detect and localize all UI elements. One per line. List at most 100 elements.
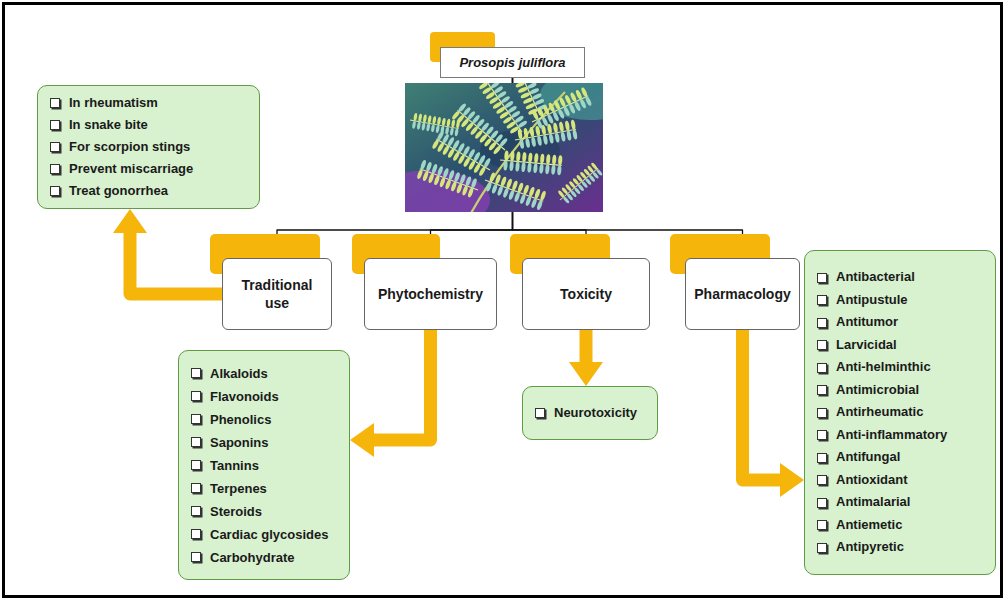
list-row: Antioxidant bbox=[817, 469, 983, 492]
list-item: Antifungal bbox=[836, 446, 900, 469]
list-item: Antipustule bbox=[836, 289, 908, 312]
plant-photo bbox=[370, 55, 640, 230]
list-item: Alkaloids bbox=[210, 362, 268, 385]
checkbox-icon bbox=[191, 506, 201, 516]
checkbox-icon bbox=[191, 552, 201, 562]
list-row: Cardiac glycosides bbox=[191, 523, 337, 546]
list-row: Anti-inflammatory bbox=[817, 424, 983, 447]
category-box: Traditional use bbox=[222, 258, 332, 330]
list-item: Prevent miscarriage bbox=[69, 158, 193, 180]
checkbox-icon bbox=[50, 142, 60, 152]
list-item: Antioxidant bbox=[836, 469, 908, 492]
list-row: Antitumor bbox=[817, 311, 983, 334]
category-box: Phytochemistry bbox=[364, 258, 497, 330]
list-row: Antimalarial bbox=[817, 491, 983, 514]
list-row: Phenolics bbox=[191, 408, 337, 431]
list-row: Neurotoxicity bbox=[535, 402, 645, 424]
checkbox-icon bbox=[50, 120, 60, 130]
list-row: Flavonoids bbox=[191, 385, 337, 408]
list-row: Antibacterial bbox=[817, 266, 983, 289]
list-box: In rheumatismIn snake biteFor scorpion s… bbox=[37, 85, 260, 209]
list-row: For scorpion stings bbox=[50, 136, 247, 158]
checkbox-icon bbox=[50, 164, 60, 174]
list-row: Treat gonorrhea bbox=[50, 180, 247, 202]
list-item: Antimalarial bbox=[836, 491, 910, 514]
list-row: Antirheumatic bbox=[817, 401, 983, 424]
category-box: Toxicity bbox=[522, 258, 650, 330]
tree-line bbox=[513, 78, 743, 258]
list-row: Antiemetic bbox=[817, 514, 983, 537]
list-item: Cardiac glycosides bbox=[210, 523, 329, 546]
list-row: Antimicrobial bbox=[817, 379, 983, 402]
list-row: Antifungal bbox=[817, 446, 983, 469]
checkbox-icon bbox=[191, 437, 201, 447]
checkbox-icon bbox=[191, 414, 201, 424]
checkbox-icon bbox=[191, 483, 201, 493]
checkbox-icon bbox=[191, 391, 201, 401]
title-text: Prosopis juliflora bbox=[459, 55, 565, 70]
list-item: In snake bite bbox=[69, 114, 148, 136]
list-item: Tannins bbox=[210, 454, 259, 477]
title-box: Prosopis juliflora bbox=[440, 47, 585, 78]
list-row: Antipustule bbox=[817, 289, 983, 312]
category-label: Toxicity bbox=[560, 285, 612, 303]
list-row: In snake bite bbox=[50, 114, 247, 136]
tree-line bbox=[431, 78, 513, 258]
list-item: Antibacterial bbox=[836, 266, 915, 289]
list-item: Anti-helminthic bbox=[836, 356, 931, 379]
block-arrow bbox=[130, 231, 222, 294]
checkbox-icon bbox=[817, 295, 827, 305]
list-item: For scorpion stings bbox=[69, 136, 190, 158]
list-item: Antirheumatic bbox=[836, 401, 923, 424]
list-row: Alkaloids bbox=[191, 362, 337, 385]
list-item: Terpenes bbox=[210, 477, 267, 500]
checkbox-icon bbox=[191, 529, 201, 539]
list-item: Antimicrobial bbox=[836, 379, 919, 402]
list-row: Carbohydrate bbox=[191, 546, 337, 569]
block-arrow bbox=[743, 330, 783, 480]
list-item: Larvicidal bbox=[836, 334, 897, 357]
list-item: Antitumor bbox=[836, 311, 898, 334]
checkbox-icon bbox=[50, 98, 60, 108]
list-item: Steroids bbox=[210, 500, 262, 523]
list-item: In rheumatism bbox=[69, 92, 158, 114]
checkbox-icon bbox=[817, 475, 827, 485]
list-item: Anti-inflammatory bbox=[836, 424, 947, 447]
list-item: Treat gonorrhea bbox=[69, 180, 168, 202]
list-box: AntibacterialAntipustuleAntitumorLarvici… bbox=[804, 250, 996, 575]
checkbox-icon bbox=[817, 273, 827, 283]
list-row: Antipyretic bbox=[817, 536, 983, 559]
list-item: Antipyretic bbox=[836, 536, 904, 559]
tree-line bbox=[513, 78, 587, 258]
checkbox-icon bbox=[817, 385, 827, 395]
checkbox-icon bbox=[817, 340, 827, 350]
list-row: Steroids bbox=[191, 500, 337, 523]
list-row: Terpenes bbox=[191, 477, 337, 500]
list-item: Carbohydrate bbox=[210, 546, 295, 569]
checkbox-icon bbox=[817, 363, 827, 373]
checkbox-icon bbox=[817, 453, 827, 463]
category-label: Pharmacology bbox=[694, 285, 790, 303]
list-row: Larvicidal bbox=[817, 334, 983, 357]
list-item: Flavonoids bbox=[210, 385, 279, 408]
block-arrow bbox=[372, 330, 431, 440]
list-item: Antiemetic bbox=[836, 514, 902, 537]
list-row: Tannins bbox=[191, 454, 337, 477]
list-box: Neurotoxicity bbox=[522, 386, 658, 440]
category-label: Phytochemistry bbox=[378, 285, 483, 303]
list-item: Phenolics bbox=[210, 408, 271, 431]
list-row: In rheumatism bbox=[50, 92, 247, 114]
checkbox-icon bbox=[535, 408, 545, 418]
list-row: Saponins bbox=[191, 431, 337, 454]
list-item: Neurotoxicity bbox=[554, 402, 637, 424]
list-row: Anti-helminthic bbox=[817, 356, 983, 379]
block-arrow bbox=[580, 330, 593, 364]
category-box: Pharmacology bbox=[685, 258, 800, 330]
checkbox-icon bbox=[817, 430, 827, 440]
checkbox-icon bbox=[817, 543, 827, 553]
tree-line bbox=[277, 78, 513, 258]
checkbox-icon bbox=[817, 498, 827, 508]
checkbox-icon bbox=[50, 186, 60, 196]
yellow-tab bbox=[210, 32, 770, 274]
outer-frame bbox=[4, 4, 1002, 597]
